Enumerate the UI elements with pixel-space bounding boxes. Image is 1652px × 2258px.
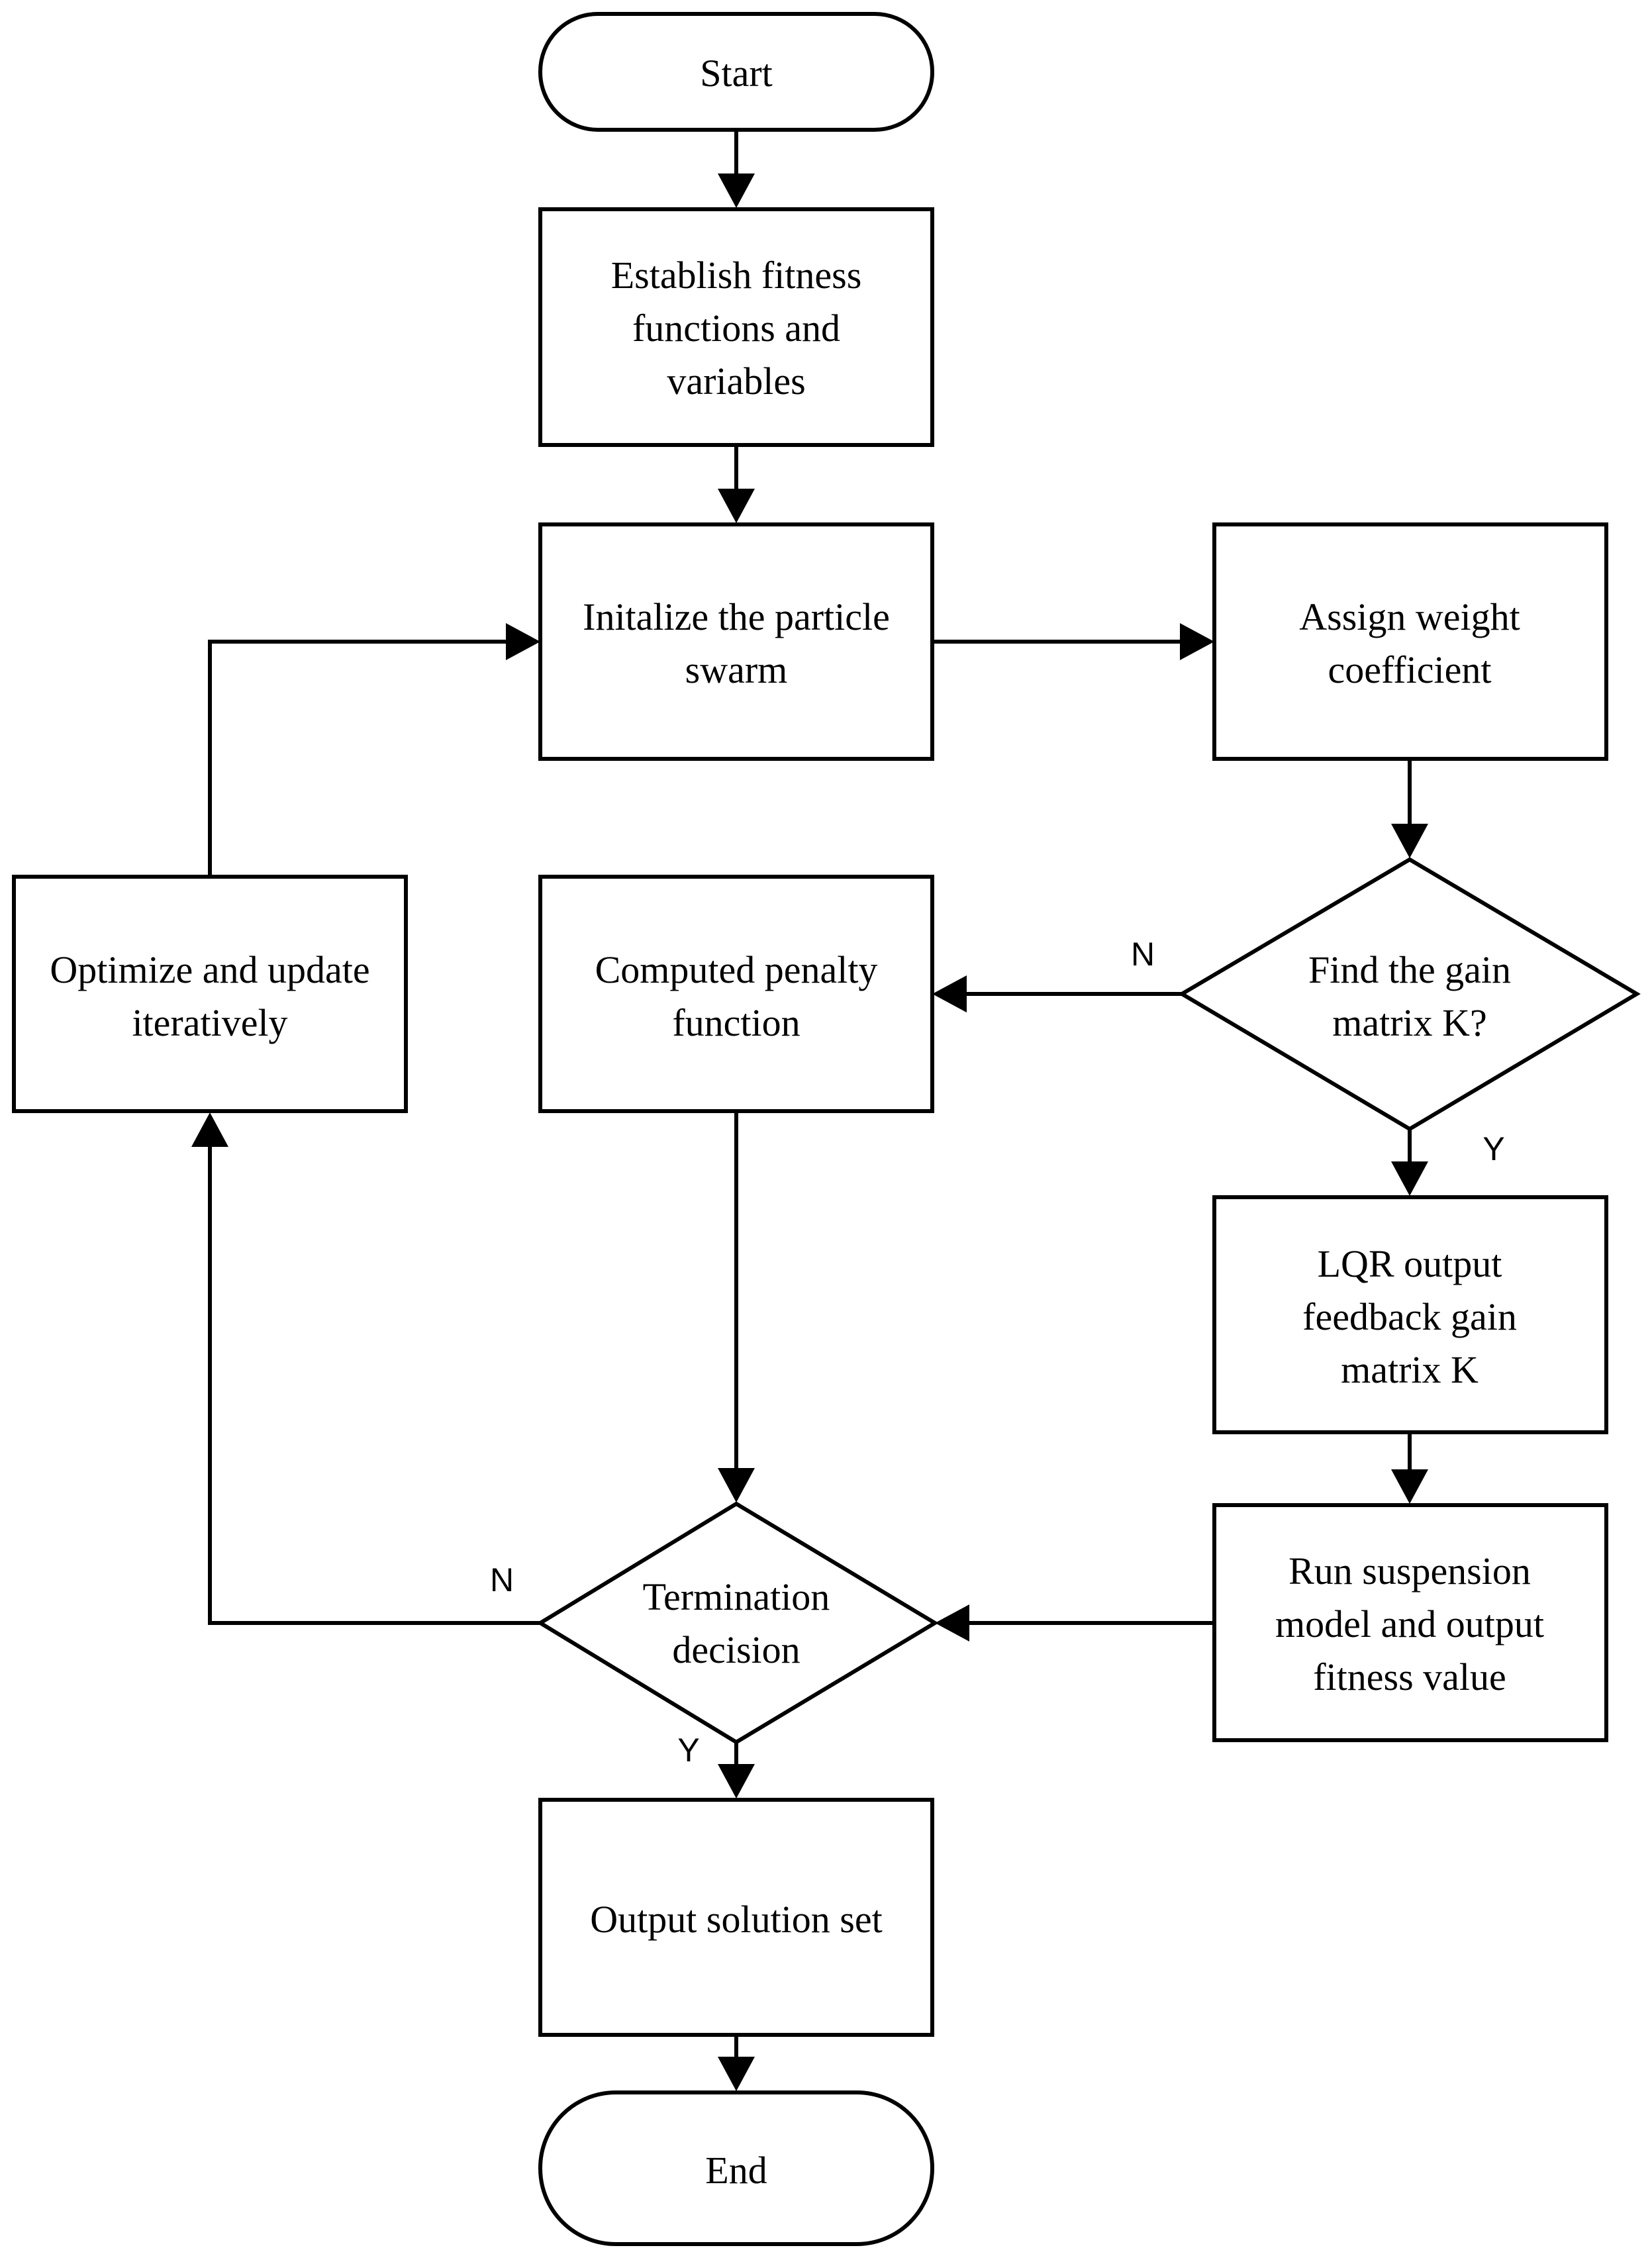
label-line: Optimize and update xyxy=(50,948,369,991)
start-label: Start xyxy=(700,52,773,95)
arrowhead-run-model-to-termination xyxy=(935,1604,969,1642)
penalty-label: Computed penalty function xyxy=(595,948,878,1044)
run-model-process-box xyxy=(1212,1503,1608,1742)
establish-process-box xyxy=(538,207,934,447)
label-line: Start xyxy=(700,52,773,95)
arrowhead-assign-to-find-gain xyxy=(1391,824,1428,858)
label-line: feedback gain xyxy=(1302,1295,1517,1338)
arrowhead-find-gain-to-lqr xyxy=(1391,1161,1428,1196)
assign-label: Assign weight coefficient xyxy=(1299,595,1520,691)
arrowhead-penalty-to-termination xyxy=(718,1468,755,1502)
label-line: model and output xyxy=(1275,1602,1544,1645)
initialize-node: Initalize the particle swarm xyxy=(538,522,934,761)
arrowhead-output-to-end xyxy=(718,2057,755,2091)
arrowhead-lqr-to-run-model xyxy=(1391,1469,1428,1504)
arrowhead-termination-to-output xyxy=(718,1764,755,1798)
start-terminal-shape xyxy=(538,12,934,132)
assign-node: Assign weight coefficient xyxy=(1212,522,1608,761)
initialize-process-box xyxy=(538,522,934,761)
label-line: Establish fitness xyxy=(611,254,862,297)
find-gain-yes-label: Y xyxy=(1482,1130,1504,1167)
label-line: fitness value xyxy=(1313,1655,1506,1698)
label-line: LQR output xyxy=(1318,1242,1502,1285)
optimize-node: Optimize and update iteratively xyxy=(12,875,408,1113)
label-line: Assign weight xyxy=(1299,595,1520,638)
label-line: Termination xyxy=(643,1575,830,1618)
arrow-termination-to-optimize xyxy=(208,1147,540,1625)
start-node: Start xyxy=(538,12,934,132)
label-line: Output solution set xyxy=(590,1898,882,1941)
penalty-process-box xyxy=(538,875,934,1113)
termination-decision-shape xyxy=(536,1501,939,1745)
termination-node: Termination decision xyxy=(536,1501,939,1745)
arrowhead-termination-to-optimize xyxy=(191,1112,228,1147)
label-line: matrix K xyxy=(1341,1348,1479,1391)
find-gain-no-label: N xyxy=(1131,936,1155,973)
penalty-node: Computed penalty function xyxy=(538,875,934,1113)
run-model-label: Run suspension model and output fitness va… xyxy=(1275,1549,1544,1698)
find-gain-decision-shape xyxy=(1178,857,1641,1132)
label-line: variables xyxy=(667,360,805,403)
end-label: End xyxy=(705,2149,767,2192)
lqr-node: LQR output feedback gain matrix K xyxy=(1212,1195,1608,1434)
optimize-process-box xyxy=(12,875,408,1113)
label-line: matrix K? xyxy=(1332,1001,1487,1044)
arrowhead-start-to-establish xyxy=(718,173,755,208)
label-line: Initalize the particle xyxy=(583,595,890,638)
label-line: functions and xyxy=(632,307,840,350)
arrowhead-establish-to-initialize xyxy=(718,489,755,523)
label-line: iteratively xyxy=(132,1001,287,1044)
output-label: Output solution set xyxy=(590,1898,882,1941)
assign-process-box xyxy=(1212,522,1608,761)
optimize-label: Optimize and update iteratively xyxy=(50,948,369,1044)
arrowhead-optimize-to-initialize xyxy=(506,623,540,660)
termination-no-label: N xyxy=(490,1561,514,1598)
label-line: End xyxy=(705,2149,767,2192)
end-node: End xyxy=(538,2090,934,2246)
connectors xyxy=(191,130,1428,2091)
label-line: coefficient xyxy=(1328,648,1492,691)
initialize-label: Initalize the particle swarm xyxy=(583,595,890,691)
label-line: Computed penalty xyxy=(595,948,878,991)
lqr-process-box xyxy=(1212,1195,1608,1434)
arrowhead-find-gain-to-penalty xyxy=(932,975,967,1012)
label-line: decision xyxy=(672,1628,800,1671)
establish-node: Establish fitness functions and variables xyxy=(538,207,934,447)
label-line: function xyxy=(672,1001,800,1044)
run-model-node: Run suspension model and output fitness va… xyxy=(1212,1503,1608,1742)
label-line: swarm xyxy=(685,648,788,691)
termination-yes-label: Y xyxy=(677,1732,699,1769)
find-gain-node: Find the gain matrix K? xyxy=(1178,857,1641,1132)
label-line: Run suspension xyxy=(1288,1549,1531,1593)
lqr-label: LQR output feedback gain matrix K xyxy=(1302,1242,1517,1391)
establish-label: Establish fitness functions and variables xyxy=(611,254,862,403)
label-line: Find the gain xyxy=(1308,948,1511,991)
output-node: Output solution set xyxy=(538,1798,934,2037)
end-terminal-shape xyxy=(538,2090,934,2246)
termination-label: Termination decision xyxy=(643,1575,830,1671)
find-gain-label: Find the gain matrix K? xyxy=(1308,948,1511,1044)
arrowhead-initialize-to-assign xyxy=(1180,623,1214,660)
output-process-box xyxy=(538,1798,934,2037)
arrow-optimize-to-initialize xyxy=(208,640,506,875)
